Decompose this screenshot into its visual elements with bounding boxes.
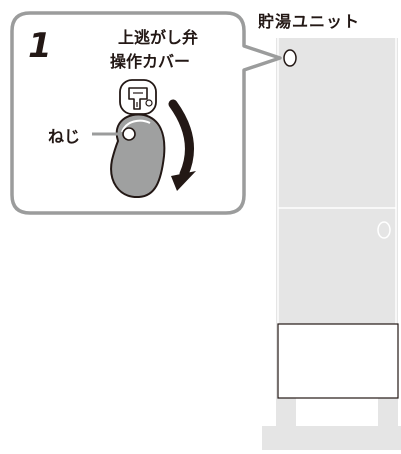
cover-label-line1: 上逃がし弁 xyxy=(118,28,199,47)
valve-cover-marker xyxy=(283,49,297,67)
lower-cover-outline xyxy=(377,221,391,239)
lower-panel xyxy=(277,323,399,399)
unit-leg-right xyxy=(378,398,398,426)
rotation-arrow-icon xyxy=(168,99,196,191)
cover-label-line2: 操作カバー xyxy=(110,52,191,71)
unit-title: 貯湯ユニット xyxy=(258,12,361,31)
valve-knob-icon xyxy=(119,79,157,115)
screw-label: ねじ xyxy=(48,127,81,146)
unit-leg-left xyxy=(276,398,296,426)
valve-operation-cover xyxy=(110,113,166,199)
unit-base xyxy=(262,426,401,450)
step-number: 1 xyxy=(28,26,52,66)
screw-icon xyxy=(122,127,136,141)
hot-water-storage-unit xyxy=(262,38,401,450)
